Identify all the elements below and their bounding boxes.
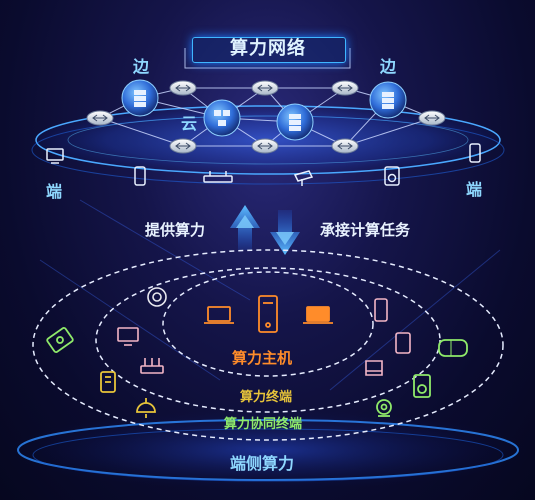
webcam-icon bbox=[376, 399, 392, 417]
router-device-icon bbox=[203, 171, 233, 183]
collab-devices bbox=[46, 327, 468, 418]
end-side-compute-label: 端侧算力 bbox=[230, 454, 295, 473]
terminal-ring bbox=[95, 267, 441, 413]
smart-lamp-icon bbox=[136, 398, 156, 418]
router-icon bbox=[169, 80, 197, 96]
host-devices bbox=[204, 295, 333, 333]
vr-headset-icon bbox=[438, 339, 468, 357]
top-devices bbox=[46, 143, 481, 186]
terminal-label: 算力终端 bbox=[240, 390, 293, 405]
phone-icon bbox=[374, 298, 388, 322]
laptop-icon bbox=[303, 306, 333, 324]
router-icon bbox=[251, 80, 279, 96]
collab-ring bbox=[32, 249, 504, 441]
edge-label-right: 边 bbox=[380, 57, 397, 76]
speaker-icon bbox=[384, 166, 400, 186]
storage-icon bbox=[365, 360, 383, 376]
router-icon bbox=[418, 110, 446, 126]
router-icon bbox=[251, 138, 279, 154]
cloud-label: 云 bbox=[181, 114, 198, 133]
servers bbox=[121, 79, 407, 141]
router-icon bbox=[86, 110, 114, 126]
monitor-icon bbox=[46, 148, 64, 164]
router-icon bbox=[169, 138, 197, 154]
exchange-arrows bbox=[230, 205, 300, 255]
phone-icon bbox=[134, 166, 146, 186]
bottom-platform bbox=[8, 410, 528, 490]
server-icon bbox=[276, 103, 314, 141]
server-icon bbox=[369, 81, 407, 119]
provide-compute-label: 提供算力 bbox=[145, 221, 206, 239]
collab-terminal-label: 算力协同终端 bbox=[224, 417, 303, 432]
server-tower-icon bbox=[258, 295, 278, 333]
monitor-icon bbox=[117, 327, 139, 346]
robot-vacuum-icon bbox=[147, 287, 167, 307]
terminal-devices bbox=[117, 287, 411, 376]
router-icon bbox=[331, 138, 359, 154]
camera-icon bbox=[293, 170, 314, 186]
undertake-task-label: 承接计算任务 bbox=[320, 221, 411, 239]
drone-icon bbox=[46, 327, 74, 353]
router-icon bbox=[331, 80, 359, 96]
router-device-icon bbox=[140, 358, 164, 374]
routers bbox=[86, 80, 446, 154]
edge-label-left: 边 bbox=[133, 57, 150, 76]
speaker-icon bbox=[413, 374, 431, 398]
host-ring bbox=[162, 271, 374, 377]
title-frame bbox=[192, 37, 346, 63]
laptop-icon bbox=[204, 306, 234, 324]
tablet-icon bbox=[395, 332, 411, 354]
phone-icon bbox=[469, 143, 481, 163]
rings bbox=[32, 249, 504, 441]
end-label-left: 端 bbox=[46, 182, 63, 201]
end-label-right: 端 bbox=[466, 180, 483, 199]
server-icon bbox=[203, 99, 241, 137]
smart-meter-icon bbox=[100, 371, 116, 393]
diagram-title: 算力网络 bbox=[230, 38, 306, 59]
background-glow bbox=[39, 199, 501, 391]
server-icon bbox=[121, 79, 159, 117]
host-label: 算力主机 bbox=[232, 349, 293, 367]
